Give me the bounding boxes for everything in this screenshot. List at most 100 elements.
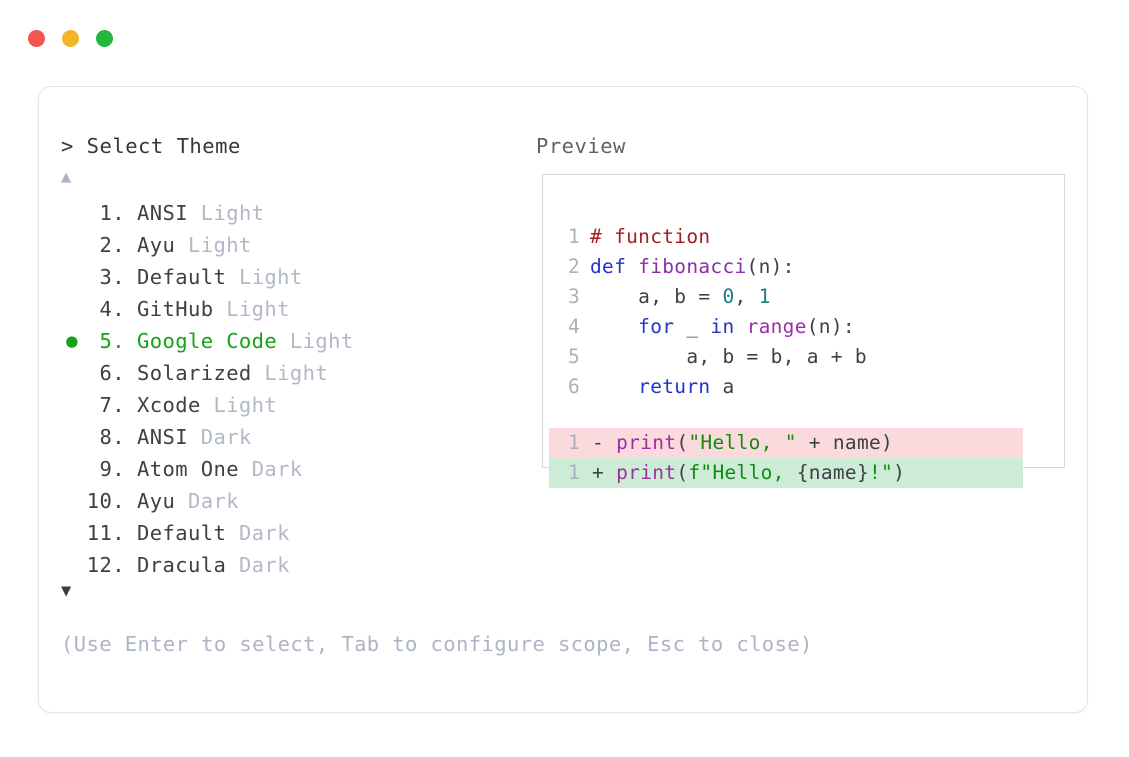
theme-item-label: Solarized Light (137, 361, 329, 385)
close-button[interactable] (28, 30, 45, 47)
code-token: print (616, 431, 677, 454)
theme-item-number: 10. (86, 489, 125, 513)
theme-list-item[interactable]: 11. Default Dark (61, 517, 511, 549)
code-block: 1 # function 2 def fibonacci(n): 3 a, b = 0,… (549, 222, 1058, 488)
diff-added-line: 1 + print(f"Hello, {name}!") (549, 458, 1023, 488)
line-number: 4 (567, 315, 580, 338)
code-token: "Hello, " (688, 431, 797, 454)
theme-list-item[interactable]: ●5.Google Code Light (61, 325, 511, 357)
code-preview-panel: 1 # function 2 def fibonacci(n): 3 a, b = 0,… (542, 174, 1065, 488)
scroll-down-icon[interactable]: ▼ (61, 581, 72, 601)
theme-item-variant: Light (213, 393, 278, 417)
scroll-up-icon[interactable]: ▲ (61, 167, 72, 187)
theme-item-variant: Light (226, 297, 290, 321)
diff-marker: + (580, 461, 617, 484)
theme-item-number: 3. (99, 265, 125, 289)
page-title: > Select Theme (61, 134, 241, 158)
theme-item-label: Xcode Light (137, 393, 278, 417)
theme-item-variant: Light (264, 361, 329, 385)
theme-list-item[interactable]: 8.ANSI Dark (61, 421, 511, 453)
theme-item-variant: Dark (200, 425, 252, 449)
theme-item-variant: Dark (238, 521, 290, 545)
code-token (735, 315, 747, 338)
theme-list-item[interactable]: 7. Xcode Light (61, 389, 511, 421)
code-token: a, b = (590, 285, 723, 308)
code-token: a, b = b, a + b (590, 345, 867, 368)
code-line: 5 a, b = b, a + b (563, 342, 1058, 372)
theme-list-item[interactable]: 6. Solarized Light (61, 357, 511, 389)
code-token: ( (676, 461, 689, 484)
theme-item-number: 1. (99, 201, 125, 225)
theme-item-label: Google Code Light (137, 329, 354, 353)
theme-item-number: 11. (86, 521, 125, 545)
theme-list-item[interactable]: 10. Ayu Dark (61, 485, 511, 517)
theme-list-item[interactable]: 12. Dracula Dark (61, 549, 511, 581)
theme-item-variant: Dark (187, 489, 239, 513)
theme-item-number: 5. (99, 329, 125, 353)
theme-item-variant: Light (289, 329, 354, 353)
theme-list-item[interactable]: 3. Default Light (61, 261, 511, 293)
code-line: 2 def fibonacci(n): (563, 252, 1058, 282)
code-line: 1 # function (563, 222, 1058, 252)
code-token: 0 (722, 285, 735, 308)
theme-item-variant: Dark (251, 457, 303, 481)
code-token: return (638, 375, 711, 398)
code-token: range (746, 315, 807, 338)
code-token: def (590, 255, 639, 278)
diff-removed-line: 1 - print("Hello, " + name) (549, 428, 1023, 458)
theme-picker-card: > Select Theme Preview ▲ ▼ 1. ANSI Light 2… (38, 86, 1088, 713)
theme-item-label: Ayu Dark (137, 489, 239, 513)
code-token: # function (590, 225, 711, 248)
theme-item-label: ANSI Dark (137, 425, 252, 449)
theme-list-item[interactable]: 4. GitHub Light (61, 293, 511, 325)
theme-item-number: 12. (86, 553, 125, 577)
theme-item-label: Atom One Dark (137, 457, 303, 481)
preview-title: Preview (536, 134, 626, 158)
line-number: 2 (567, 255, 580, 278)
line-number: 1 (567, 461, 580, 484)
theme-list-item[interactable]: 9. Atom One Dark (61, 453, 511, 485)
code-token (590, 315, 638, 338)
code-token: + name) (796, 431, 894, 454)
diff-marker: - (580, 431, 617, 454)
code-token: a (710, 375, 735, 398)
keyboard-hint: (Use Enter to select, Tab to configure s… (61, 632, 813, 656)
theme-item-label: Dracula Dark (137, 553, 290, 577)
code-token: (n): (746, 255, 795, 278)
theme-item-label: GitHub Light (137, 297, 290, 321)
theme-item-number: 7. (99, 393, 125, 417)
theme-item-label: Default Light (137, 265, 303, 289)
theme-item-number: 2. (99, 233, 125, 257)
theme-item-number: 9. (99, 457, 125, 481)
theme-item-label: ANSI Light (137, 201, 265, 225)
code-token: fibonacci (638, 255, 747, 278)
code-token (590, 375, 638, 398)
window-controls (28, 30, 113, 47)
code-token: ( (676, 431, 689, 454)
theme-list-item[interactable]: 2. Ayu Light (61, 229, 511, 261)
theme-item-number: 4. (99, 297, 125, 321)
theme-item-variant: Dark (238, 553, 290, 577)
line-number: 1 (567, 431, 580, 454)
theme-item-variant: Light (238, 265, 303, 289)
code-line: 3 a, b = 0, 1 (563, 282, 1058, 312)
code-token: {name} (796, 461, 869, 484)
theme-list: 1. ANSI Light 2. Ayu Light 3. Default Light 4.… (61, 197, 511, 581)
code-token: _ (674, 315, 711, 338)
theme-item-label: Default Dark (137, 521, 290, 545)
code-line: 6 return a (563, 372, 1058, 402)
theme-item-variant: Light (200, 201, 265, 225)
theme-item-number: 6. (99, 361, 125, 385)
maximize-button[interactable] (96, 30, 113, 47)
code-token: print (616, 461, 677, 484)
code-token: 1 (758, 285, 771, 308)
code-blank-line (563, 402, 1058, 428)
code-token: !" (869, 461, 894, 484)
minimize-button[interactable] (62, 30, 79, 47)
theme-item-label: Ayu Light (137, 233, 252, 257)
code-token: , (734, 285, 759, 308)
line-number: 1 (567, 225, 580, 248)
line-number: 6 (567, 375, 580, 398)
theme-list-item[interactable]: 1. ANSI Light (61, 197, 511, 229)
code-line: 4 for _ in range(n): (563, 312, 1058, 342)
